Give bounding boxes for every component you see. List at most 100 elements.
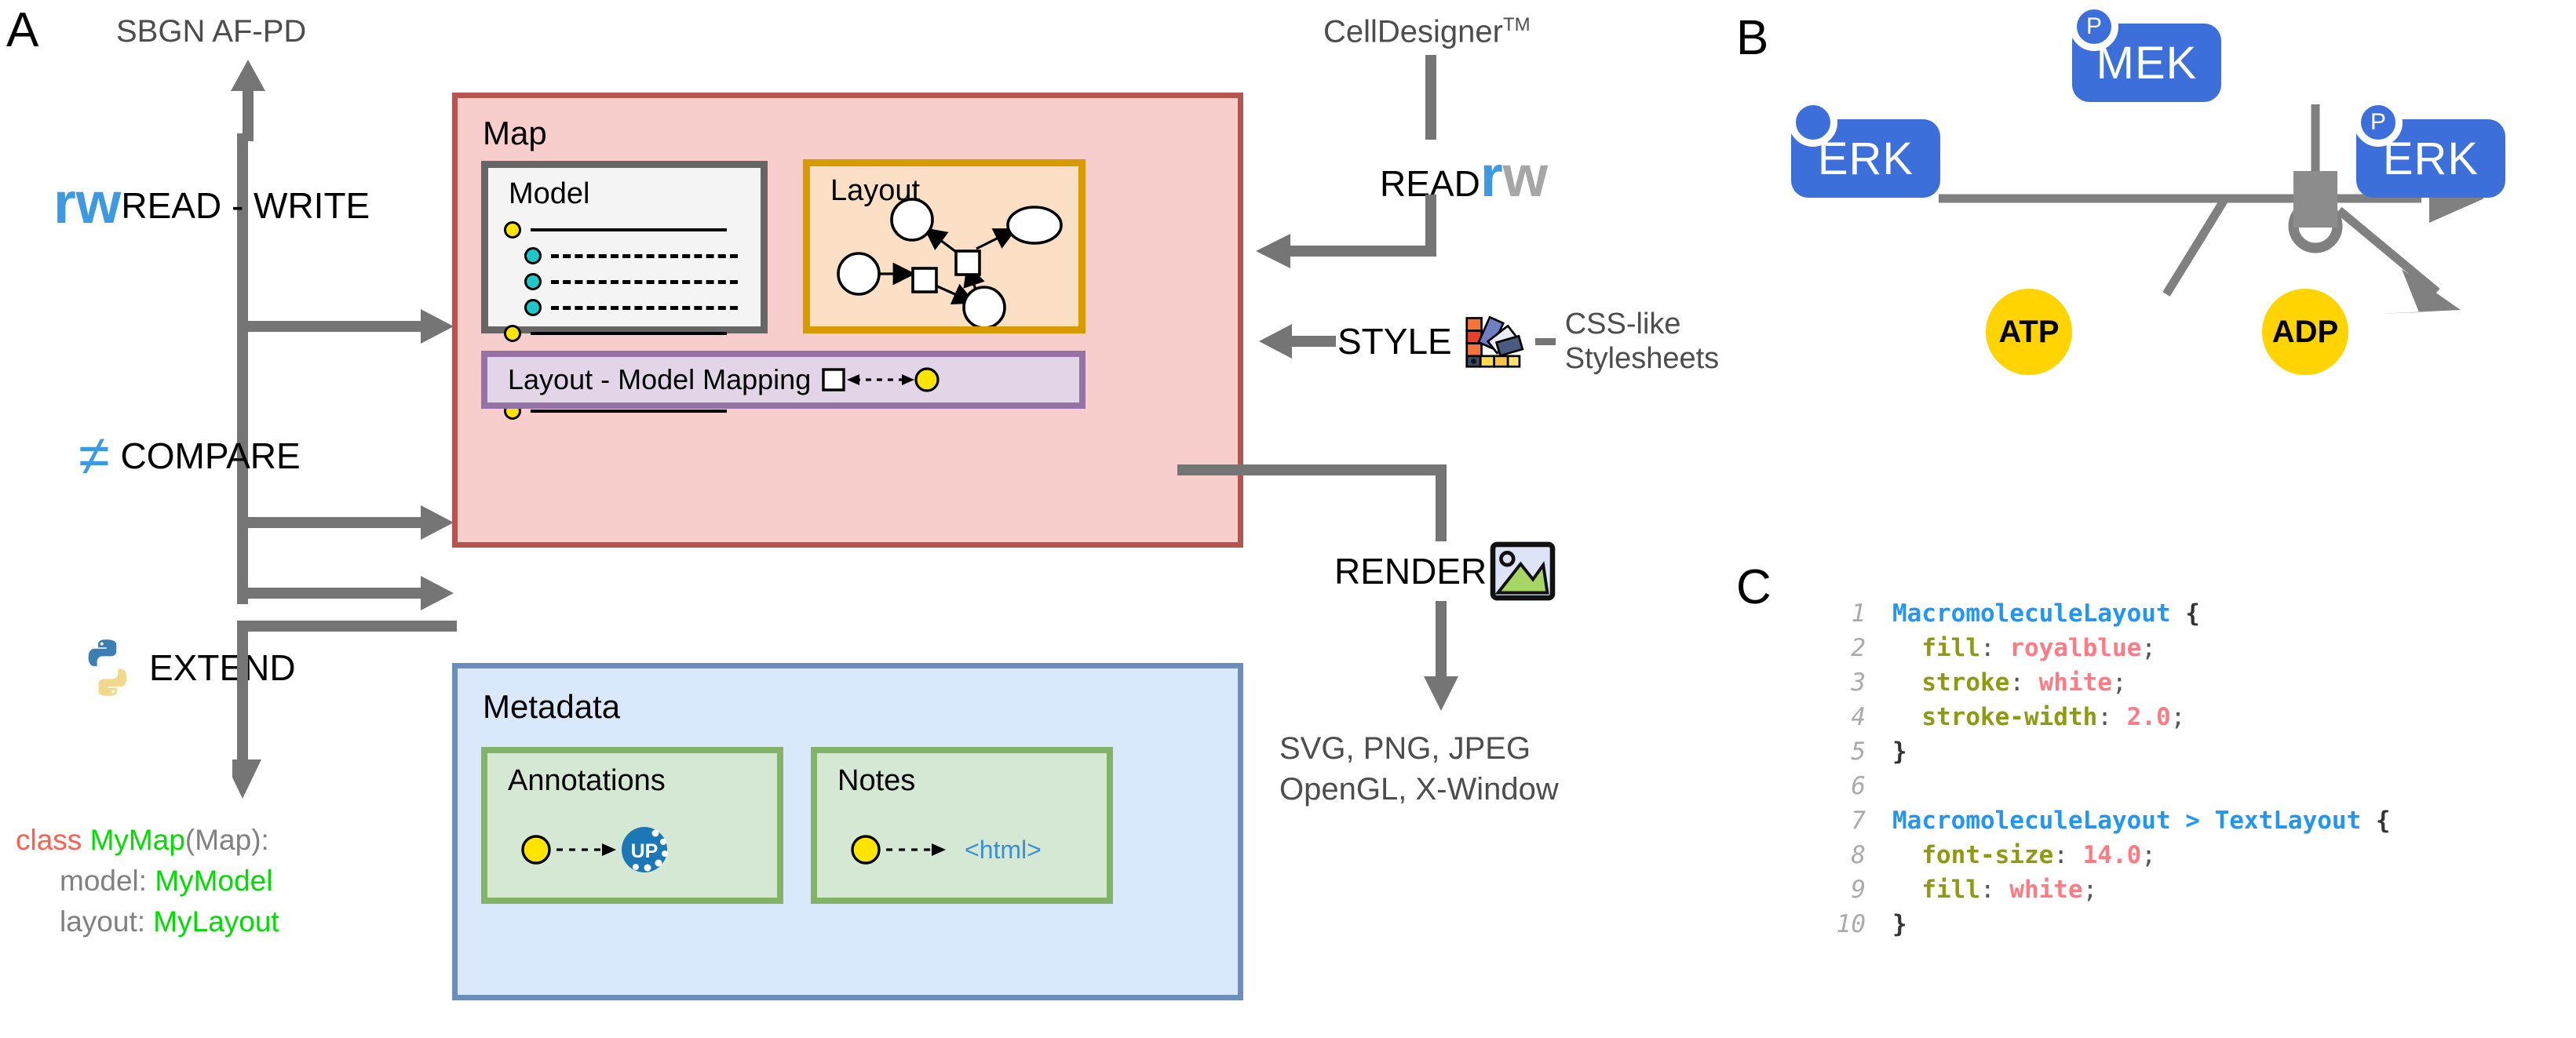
py-attr-layout-value: MyLayout — [153, 905, 279, 938]
op-extend-label: EXTEND — [149, 647, 296, 688]
map-box: Map Model Layout — [452, 93, 1243, 548]
rw-logo-icon: rw — [53, 170, 122, 235]
py-attr-layout-key: layout: — [60, 905, 146, 938]
code-token: ; — [2111, 668, 2127, 697]
code-token: fill — [1921, 876, 1980, 904]
metadata-box: Metadata Annotations UP Notes <html> — [452, 663, 1243, 1000]
code-token — [2171, 599, 2186, 628]
code-line: 5} — [1817, 734, 2391, 769]
render-label: RENDER — [1334, 551, 1487, 592]
code-token: } — [1892, 738, 1907, 766]
list-item — [504, 247, 755, 264]
panel-label-b: B — [1736, 11, 1769, 65]
code-line-number: 6 — [1851, 772, 1866, 800]
code-token: 2.0 — [2126, 703, 2171, 731]
annotation-mapping-graphic: UP — [521, 827, 668, 872]
arrow-map-to-extend-code — [232, 621, 457, 799]
code-line-number: 4 — [1851, 703, 1866, 731]
code-line-content: stroke-width: 2.0; — [1892, 700, 2185, 734]
annotations-title: Annotations — [508, 764, 666, 797]
code-token: : — [1979, 876, 2010, 904]
mapping-title: Layout - Model Mapping — [508, 363, 812, 395]
code-line: 3 stroke: white; — [1817, 665, 2391, 700]
arrow-read-to-map — [1256, 195, 1436, 268]
node-atp-label: ATP — [1998, 314, 2060, 349]
layout-network-graphic — [837, 198, 1063, 326]
mapping-bidirectional-graphic — [822, 367, 940, 392]
code-token: : — [2053, 841, 2083, 869]
code-token: royalblue — [2009, 634, 2142, 662]
arrow-style-to-map — [1259, 324, 1336, 359]
code-line-number: 8 — [1851, 841, 1866, 869]
code-line: 8 font-size: 14.0; — [1817, 838, 2391, 872]
code-token: MacromoleculeLayout > TextLayout — [1892, 807, 2362, 835]
node-erk-left-label: ERK — [1817, 133, 1914, 184]
style-row: STYLE CSS-like Stylesheets — [1251, 306, 1719, 377]
py-attr-model-key: model: — [60, 865, 148, 897]
node-erk-left-state-badge — [1789, 98, 1837, 147]
code-token: ; — [2141, 634, 2156, 662]
code-line-content: } — [1892, 734, 1907, 769]
style-label: STYLE — [1337, 321, 1452, 362]
code-line: 10} — [1817, 907, 2391, 941]
code-line-content: MacromoleculeLayout > TextLayout { — [1892, 803, 2391, 838]
arrow-render-down — [1424, 620, 1458, 711]
code-token: white — [2009, 876, 2083, 904]
list-item — [504, 221, 755, 239]
code-token: white — [2038, 668, 2112, 697]
celldesigner-name: CellDesigner — [1323, 14, 1503, 49]
code-line-number: 2 — [1851, 634, 1866, 662]
code-line-number: 7 — [1851, 807, 1866, 835]
palette-icon — [1465, 315, 1524, 368]
style-dash-connector — [1534, 337, 1556, 345]
metadata-title: Metadata — [483, 688, 621, 725]
sbgn-output-label: SBGN AF-PD — [116, 14, 307, 49]
svg-text:UP: UP — [631, 840, 659, 862]
panel-b-edges — [1939, 104, 2484, 314]
code-line: 4 stroke-width: 2.0; — [1817, 700, 2391, 734]
code-token: } — [1892, 910, 1907, 938]
arrow-up-to-sbgn — [231, 60, 265, 141]
code-token — [1892, 634, 1921, 662]
code-line: 7 MacromoleculeLayout > TextLayout { — [1817, 803, 2391, 838]
op-compare-label: COMPARE — [120, 435, 301, 476]
op-read-write: rwREAD - WRITE — [53, 174, 370, 232]
notes-html-target: <html> — [965, 835, 1042, 864]
py-keyword-class: class — [16, 824, 82, 856]
code-token — [2361, 807, 2376, 835]
notes-mapping-graphic: <html> — [847, 822, 1042, 877]
code-line-content: MacromoleculeLayout { — [1892, 596, 2200, 631]
code-token — [1892, 703, 1921, 731]
render-output-formats: SVG, PNG, JPEG OpenGL, X-Window — [1279, 728, 1559, 810]
layout-model-mapping-box: Layout - Model Mapping — [481, 351, 1085, 409]
image-icon — [1490, 541, 1556, 601]
arrow-compare-to-map-2 — [237, 565, 454, 610]
code-token: ; — [2170, 703, 2186, 731]
celldesigner-source-label: CellDesignerTM — [1323, 14, 1531, 49]
code-token — [1892, 841, 1921, 869]
op-extend: EXTEND — [75, 636, 296, 700]
notes-box: Notes <html> — [811, 747, 1113, 904]
node-erk-right-phosphate-badge: P — [2354, 98, 2403, 147]
panel-label-c: C — [1736, 560, 1771, 614]
annotations-box: Annotations UP — [481, 747, 783, 904]
py-class-args: (Map): — [184, 824, 269, 856]
code-line: 6 — [1817, 769, 2391, 803]
style-description: CSS-like Stylesheets — [1565, 307, 1719, 376]
node-mek-state-label: P — [2085, 13, 2102, 39]
code-token: fill — [1921, 634, 1980, 662]
python-icon — [88, 639, 127, 696]
style-desc-line2: Stylesheets — [1564, 342, 1720, 375]
trademark-superscript: TM — [1502, 14, 1531, 35]
node-erk-right: ERK — [2356, 119, 2505, 198]
model-box: Model — [481, 161, 768, 420]
code-line-number: 5 — [1851, 738, 1866, 766]
code-token: { — [2375, 807, 2391, 835]
node-atp: ATP — [1986, 289, 2072, 375]
output-formats-line2: OpenGL, X-Window — [1279, 772, 1559, 807]
code-token: : — [1979, 634, 2010, 662]
node-erk-right-state-label: P — [2370, 109, 2386, 135]
code-token — [1892, 876, 1921, 904]
